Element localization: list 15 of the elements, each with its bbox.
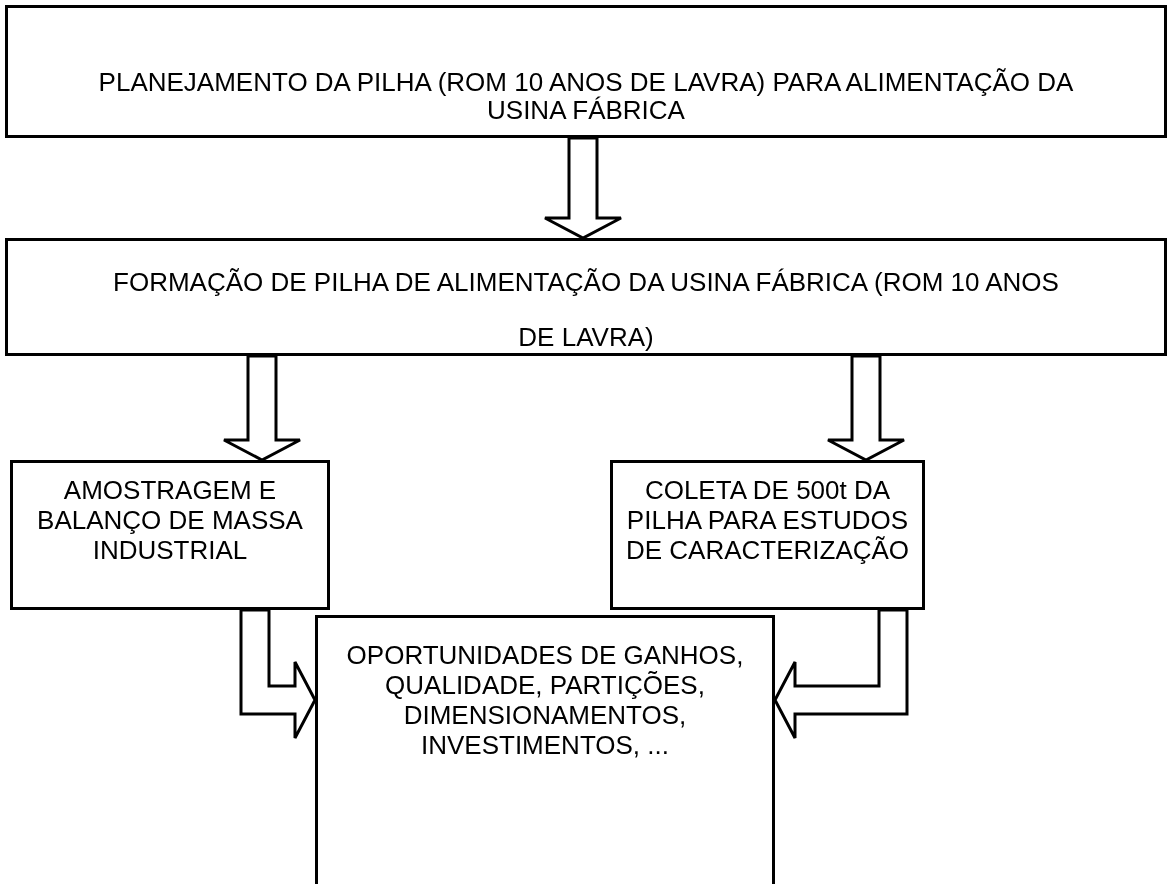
process-box <box>5 5 1167 138</box>
block-arrow <box>222 354 302 462</box>
process-box <box>10 460 330 610</box>
block-arrow <box>773 608 909 740</box>
block-arrow <box>826 354 906 462</box>
box-text: PLANEJAMENTO DA PILHA (ROM 10 ANOS DE LAVRA) PARA ALIMENTAÇÃO DA USINA FÁBRICA <box>97 66 1075 124</box>
process-box <box>315 615 775 884</box>
box-text: OPORTUNIDADES DE GANHOS, QUALIDADE, PARTIÇÕES, DIMENSIONAMENTOS, INVESTIMENTOS, ... <box>345 639 745 760</box>
block-arrow <box>543 136 623 240</box>
box-text: AMOSTRAGEM E BALANÇO DE MASSA INDUSTRIAL <box>36 474 304 565</box>
box-text: FORMAÇÃO DE PILHA DE ALIMENTAÇÃO DA USINA FÁBRICA (ROM 10 ANOS DE LAVRA) <box>112 266 1060 354</box>
process-box <box>610 460 925 610</box>
block-arrow <box>239 608 317 740</box>
box-text: COLETA DE 500t DA PILHA PARA ESTUDOS DE CARACTERIZAÇÃO <box>624 474 911 565</box>
process-box <box>5 238 1167 356</box>
